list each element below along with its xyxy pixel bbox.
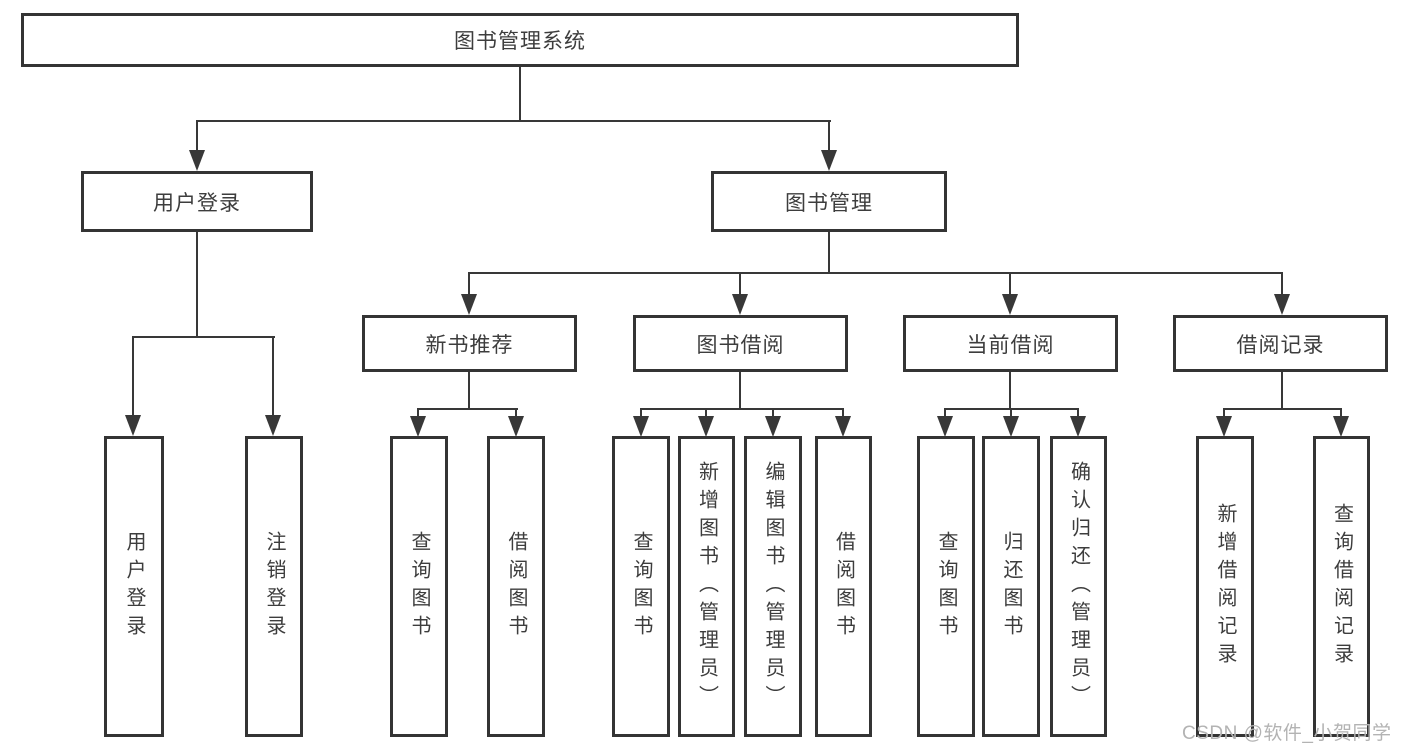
node-book-management: 图书管理	[711, 171, 947, 232]
connector-line	[641, 408, 844, 410]
connector-line	[739, 371, 741, 408]
arrow-down-icon	[821, 150, 837, 171]
leaf-return-books: 归还图书	[982, 436, 1040, 737]
node-label: 图书管理	[785, 191, 873, 215]
leaf-query-borrow-record: 查询借阅记录	[1313, 436, 1370, 737]
node-label: 查询图书	[935, 530, 957, 643]
arrow-down-icon	[765, 416, 781, 437]
connector-line	[468, 371, 470, 408]
arrow-down-icon	[1333, 416, 1349, 437]
connector-line	[132, 336, 134, 416]
connector-line	[944, 408, 946, 418]
leaf-edit-books-admin: 编辑图书（管理员）	[744, 436, 802, 737]
node-label: 借阅记录	[1236, 333, 1325, 357]
connector-line	[1224, 408, 1342, 410]
leaf-query-books-current: 查询图书	[917, 436, 975, 737]
arrow-down-icon	[410, 416, 426, 437]
node-label: 当前借阅	[966, 333, 1055, 357]
connector-line	[418, 408, 518, 410]
arrow-down-icon	[835, 416, 851, 437]
leaf-user-login: 用户登录	[104, 436, 164, 737]
connector-line	[828, 232, 830, 272]
arrow-down-icon	[732, 294, 748, 315]
leaf-query-books-recommend: 查询图书	[390, 436, 448, 737]
node-label: 归还图书	[1000, 530, 1022, 643]
node-book-borrow: 图书借阅	[633, 315, 848, 372]
leaf-add-borrow-record: 新增借阅记录	[1196, 436, 1254, 737]
node-borrow-records: 借阅记录	[1173, 315, 1388, 372]
node-label: 注销登录	[263, 530, 285, 643]
connector-line	[1009, 272, 1011, 295]
connector-line	[739, 272, 741, 295]
arrow-down-icon	[698, 416, 714, 437]
node-label: 编辑图书（管理员）	[762, 460, 784, 713]
arrow-down-icon	[1002, 294, 1018, 315]
connector-line	[196, 120, 198, 152]
node-label: 新增借阅记录	[1214, 502, 1236, 671]
arrow-down-icon	[633, 416, 649, 437]
connector-line	[469, 272, 1283, 274]
leaf-confirm-return-admin: 确认归还（管理员）	[1050, 436, 1107, 737]
arrow-down-icon	[1216, 416, 1232, 437]
connector-line	[1281, 371, 1283, 408]
leaf-borrow-books: 借阅图书	[815, 436, 872, 737]
leaf-borrow-books-recommend: 借阅图书	[487, 436, 545, 737]
node-label: 图书管理系统	[454, 30, 586, 53]
node-label: 查询图书	[630, 530, 652, 643]
node-label: 借阅图书	[505, 530, 527, 643]
connector-line	[133, 336, 275, 338]
arrow-down-icon	[461, 294, 477, 315]
arrow-down-icon	[508, 416, 524, 437]
connector-line	[1010, 408, 1012, 418]
arrow-down-icon	[937, 416, 953, 437]
node-label: 确认归还（管理员）	[1067, 460, 1090, 713]
connector-line	[1281, 272, 1283, 295]
connector-line	[515, 408, 517, 418]
node-book-management-system: 图书管理系统	[21, 13, 1019, 67]
node-label: 用户登录	[153, 191, 241, 215]
connector-line	[945, 408, 1079, 410]
arrow-down-icon	[1274, 294, 1290, 315]
connector-line	[1223, 408, 1225, 418]
node-current-borrow: 当前借阅	[903, 315, 1118, 372]
connector-line	[272, 336, 274, 416]
leaf-query-books-borrow: 查询图书	[612, 436, 670, 737]
node-label: 用户登录	[123, 530, 145, 643]
arrow-down-icon	[125, 415, 141, 436]
connector-line	[1340, 408, 1342, 418]
node-label: 借阅图书	[832, 530, 855, 643]
leaf-add-books-admin: 新增图书（管理员）	[678, 436, 735, 737]
arrow-down-icon	[189, 150, 205, 171]
connector-line	[772, 408, 774, 418]
connector-line	[197, 120, 831, 122]
connector-line	[828, 120, 830, 152]
arrow-down-icon	[265, 415, 281, 436]
arrow-down-icon	[1070, 416, 1086, 437]
leaf-logout: 注销登录	[245, 436, 303, 737]
node-label: 图书借阅	[696, 333, 785, 357]
node-label: 查询借阅记录	[1330, 502, 1353, 671]
connector-line	[640, 408, 642, 418]
node-user-login: 用户登录	[81, 171, 313, 232]
connector-line	[1077, 408, 1079, 418]
connector-line	[519, 67, 521, 120]
watermark: CSDN @软件_小贺同学	[1182, 723, 1392, 744]
node-label: 新增图书（管理员）	[695, 460, 718, 713]
connector-line	[705, 408, 707, 418]
connector-line	[1009, 371, 1011, 408]
connector-line	[842, 408, 844, 418]
connector-line	[417, 408, 419, 418]
node-new-book-recommend: 新书推荐	[362, 315, 577, 372]
connector-line	[196, 232, 198, 336]
node-label: 新书推荐	[425, 333, 514, 357]
arrow-down-icon	[1003, 416, 1019, 437]
node-label: 查询图书	[408, 530, 430, 643]
connector-line	[468, 272, 470, 295]
